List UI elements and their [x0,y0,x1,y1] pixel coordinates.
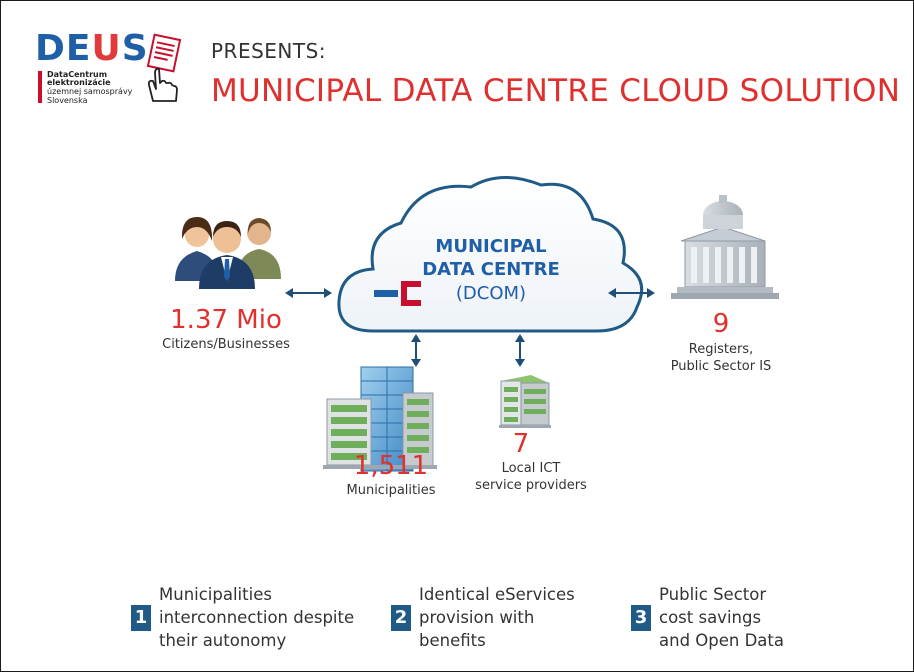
ict-label: Local ICT service providers [461,460,601,494]
benefit-text: Municipalities interconnection despite t… [159,583,354,652]
benefit-line: their autonomy [159,631,287,650]
people-icon [175,217,281,289]
ict-label-line-2: service providers [475,478,587,493]
page-title: MUNICIPAL DATA CENTRE CLOUD SOLUTION [211,73,901,109]
ict-label-line-1: Local ICT [501,461,561,476]
registers-value: 9 [712,309,730,339]
plug-icon [374,281,421,306]
logo-line-2: elektronizácie [47,78,111,87]
benefit-text: Public Sector cost savings and Open Data [659,583,784,652]
registers-label-line-1: Registers, [688,342,754,357]
ict-value: 7 [512,429,530,459]
presents-label: PRESENTS: [211,39,327,63]
benefit-line: interconnection despite [159,608,355,627]
municipalities-value: 1,511 [353,451,429,481]
logo-letter-s: S [121,28,149,69]
benefit-text: Identical eServices provision with benef… [419,583,575,652]
logo-letter-u: U [91,28,122,69]
logo-letter-e: E [65,28,92,69]
logo-red-bar [38,71,42,103]
connection-arrows [285,288,655,367]
benefit-line: benefits [419,631,486,650]
cloud-title-line-1: MUNICIPAL [435,236,547,257]
logo-line-1: DataCentrum [47,70,108,79]
registers-label-line-2: Public Sector IS [670,359,772,374]
citizens-label: Citizens/Businesses [162,337,290,352]
benefit-number-badge: 1 [131,605,151,631]
benefit-line: Public Sector [659,585,767,604]
benefit-line: cost savings [659,608,762,627]
logo-line-4: Slovenska [47,96,88,105]
citizens-value: 1.37 Mio [170,305,282,335]
cloud-subtitle: (DCOM) [455,283,527,304]
benefit-line: Municipalities [159,585,272,604]
benefit-number-badge: 3 [631,605,651,631]
benefit-line: and Open Data [659,631,784,650]
benefit-line: Identical eServices [419,585,575,604]
cloud-shape [337,175,644,333]
benefit-line: provision with [419,608,535,627]
deus-logo: DEUS DataCentrum elektronizácie územnej … [35,31,185,111]
cloud-title-line-2: DATA CENTRE [422,259,560,280]
hand-document-icon [146,33,182,102]
government-building-icon [671,195,779,299]
cloud-title: MUNICIPAL DATA CENTRE [401,235,581,281]
logo-line-3: územnej samosprávy [47,87,133,96]
registers-label: Registers, Public Sector IS [651,341,791,375]
office-buildings-icon [323,366,437,472]
benefit-number-badge: 2 [391,605,411,631]
municipalities-label: Municipalities [346,483,436,498]
logo-letter-d: D [35,28,66,69]
logo-wordmark: DEUS [35,31,149,67]
small-building-icon [499,375,551,428]
